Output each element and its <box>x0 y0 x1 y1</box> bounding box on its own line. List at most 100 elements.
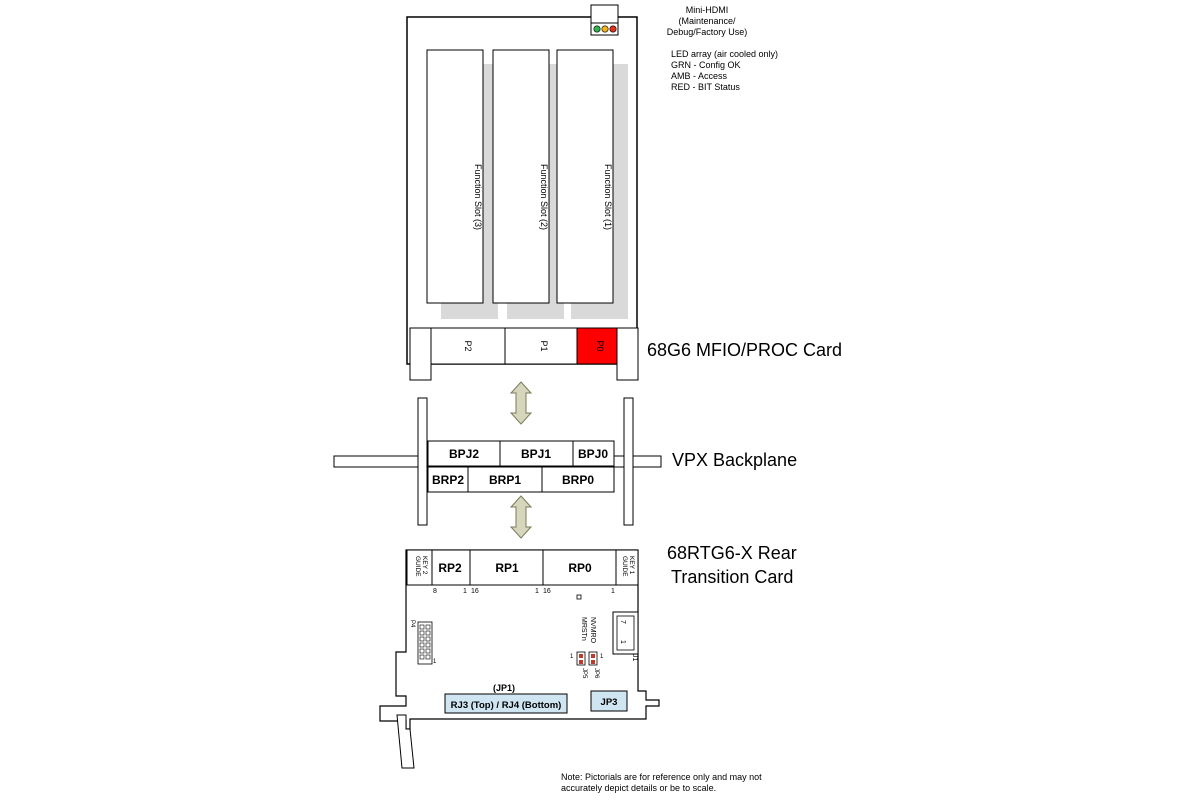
led-legend-line: LED array (air cooled only) <box>671 49 778 59</box>
p4-pin <box>425 636 431 642</box>
jp6-pin <box>591 654 595 658</box>
p4-pin <box>425 642 431 648</box>
connector-rp0-label: RP0 <box>568 561 592 575</box>
function-slot-1 <box>556 49 614 304</box>
rear-transition-card: GUIDE KEY 2 GUIDE KEY 1 RP2 RP1 RP0 8 1 … <box>379 549 660 769</box>
front-panel-bracket <box>396 714 415 769</box>
led-legend-line: GRN - Config OK <box>671 60 741 70</box>
jp6-pin <box>591 660 595 664</box>
slot-label: Function Slot (3) <box>473 164 483 230</box>
slot-label: Function Slot (1) <box>603 164 613 230</box>
j1-pin-1-label: 1 <box>619 640 626 644</box>
guide-key-2-label: KEY 2 <box>421 556 428 575</box>
p4-pin <box>425 624 431 630</box>
rtm-title: 68RTG6-X Rear <box>667 543 797 563</box>
jp6-label: JP6 <box>593 668 599 679</box>
connector-bpj1 <box>499 440 574 467</box>
pin-number: 16 <box>543 588 551 595</box>
p4-pin <box>425 630 431 636</box>
mini-hdmi-line: Mini-HDMI <box>686 5 729 15</box>
connector-p2-label: P2 <box>463 340 473 351</box>
connector-rp0 <box>542 549 617 586</box>
connector-p0-label: P0 <box>595 340 605 351</box>
connector-brp2 <box>427 466 469 493</box>
mini-hdmi-note: Mini-HDMI (Maintenance/ Debug/Factory Us… <box>667 5 748 37</box>
card-guide-right <box>616 327 639 381</box>
jp5-jumper <box>576 651 586 666</box>
led-green-icon <box>593 25 601 33</box>
pin-number: 1 <box>535 588 539 595</box>
p4-pin <box>425 654 431 660</box>
connector-bpj2-label: BPJ2 <box>449 447 479 461</box>
pin-number: 1 <box>463 588 467 595</box>
test-point <box>576 594 582 600</box>
guide-key-2-label: GUIDE <box>414 556 421 577</box>
backplane-guide-right <box>623 397 634 526</box>
connector-brp1-label: BRP1 <box>489 473 521 487</box>
jumpers: NVMRO MRSTn 1 1 JP5 JP6 <box>570 617 604 679</box>
j1-inner <box>616 615 635 651</box>
connector-bpj1-label: BPJ1 <box>521 447 551 461</box>
led-red-icon <box>609 25 617 33</box>
p4-pin-1-label: 1 <box>433 659 437 665</box>
p4-pin <box>419 654 425 660</box>
rj45-jack-label: RJ3 (Top) / RJ4 (Bottom) <box>451 700 562 711</box>
j1-label: J1 <box>631 654 638 662</box>
mini-hdmi-line: Debug/Factory Use) <box>667 27 748 37</box>
p4-header: P4 1 <box>409 620 437 665</box>
p4-pin <box>419 624 425 630</box>
guide-key-1-label: KEY 1 <box>628 556 635 575</box>
function-slot-2 <box>492 49 550 304</box>
mfio-proc-card: Function Slot (3) Function Slot (2) Func… <box>406 4 639 381</box>
p4-pin <box>419 642 425 648</box>
connector-bpj0-label: BPJ0 <box>578 447 608 461</box>
connector-bpj0 <box>572 440 615 467</box>
jp1-label: (JP1) <box>493 683 515 693</box>
mrst-label: MRSTn <box>580 617 587 641</box>
mini-hdmi-line: (Maintenance/ <box>678 16 736 26</box>
jumper-pin-1-label: 1 <box>600 654 604 660</box>
backplane-guide-left <box>417 397 428 526</box>
connector-rp2-label: RP2 <box>438 561 462 575</box>
slot-label: Function Slot (2) <box>539 164 549 230</box>
jumper-pin-1-label: 1 <box>570 654 574 660</box>
connector-p2 <box>430 327 506 365</box>
p4-pin <box>425 648 431 654</box>
disclaimer-note: accurately depict details or be to scale… <box>561 783 716 793</box>
j1-pin-7-label: 7 <box>619 620 626 624</box>
rtm-title: Transition Card <box>671 567 793 587</box>
led-legend: LED array (air cooled only) GRN - Config… <box>671 49 778 92</box>
jp5-label: JP5 <box>581 668 587 679</box>
jp3-label: JP3 <box>601 697 618 708</box>
pin-number: 8 <box>433 588 437 595</box>
pin-number: 1 <box>611 588 615 595</box>
guide-key-1-label: GUIDE <box>621 556 628 577</box>
connector-brp0 <box>541 466 615 493</box>
j1-connector: 7 1 J1 <box>612 611 639 662</box>
vpx-backplane: BPJ2 BPJ1 BPJ0 BRP2 BRP1 BRP0 <box>333 397 662 526</box>
jp5-pin <box>579 660 583 664</box>
connector-p1 <box>504 327 578 365</box>
p4-label: P4 <box>409 620 415 628</box>
guide-key-2 <box>406 549 433 586</box>
led-legend-line: RED - BIT Status <box>671 82 740 92</box>
connector-brp2-label: BRP2 <box>432 473 464 487</box>
connector-rp1 <box>469 549 544 586</box>
pin-number: 16 <box>471 588 479 595</box>
mini-hdmi-port <box>590 4 619 24</box>
p4-pin <box>419 636 425 642</box>
connector-rp1-label: RP1 <box>495 561 519 575</box>
backplane-title: VPX Backplane <box>672 450 797 470</box>
jp3-connector <box>590 690 628 712</box>
led-legend-line: AMB - Access <box>671 71 728 81</box>
connector-brp0-label: BRP0 <box>562 473 594 487</box>
connector-p0 <box>576 327 618 365</box>
disclaimer-note: Note: Pictorials are for reference only … <box>561 772 762 782</box>
jp6-jumper <box>588 651 598 666</box>
card-guide-left <box>409 327 432 381</box>
nvmro-label: NVMRO <box>589 617 596 644</box>
card-title: 68G6 MFIO/PROC Card <box>647 340 842 360</box>
double-arrow-icon <box>509 495 533 539</box>
connector-p1-label: P1 <box>539 340 549 351</box>
